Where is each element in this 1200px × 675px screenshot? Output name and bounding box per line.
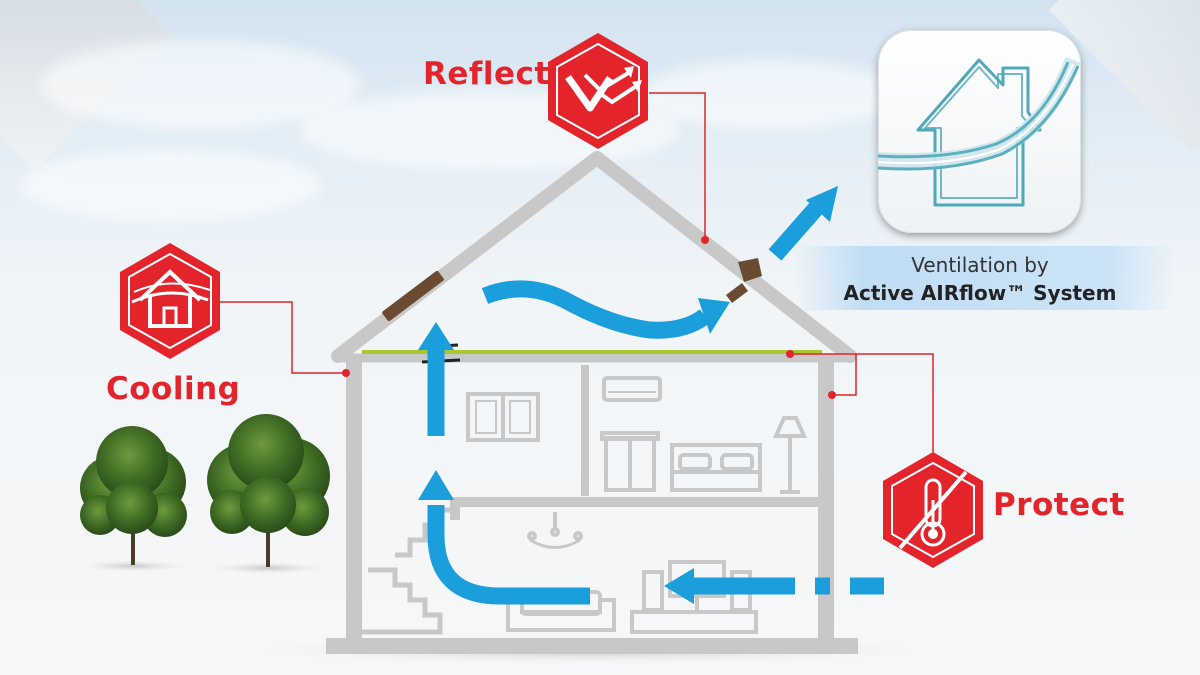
roof-turbine-vent (726, 258, 762, 304)
protect-leader (790, 353, 934, 452)
protect-leader-2 (832, 354, 857, 396)
tree-icon (207, 414, 330, 574)
airflow-arrows (427, 200, 884, 605)
cooling-label: Cooling (106, 371, 241, 407)
airflow-house-app-icon (877, 30, 1081, 233)
airflow-ground-floor (427, 505, 590, 605)
no-heat-thermometer-icon (883, 452, 983, 568)
reflect-label: Reflect (423, 56, 550, 92)
ventilation-line-1: Ventilation by (911, 253, 1049, 277)
house-outline (326, 151, 858, 654)
ventilation-banner (795, 246, 1175, 310)
arrow-head-up (418, 322, 454, 350)
arrow-head-exhaust (806, 186, 838, 222)
roof-vent-left (382, 270, 444, 322)
airflow-attic (481, 280, 711, 339)
arrow-head-left (664, 568, 694, 604)
reflect-heat-icon (548, 33, 648, 149)
cloud (20, 150, 320, 220)
arrow-head-right (698, 298, 730, 334)
reflect-leader (649, 92, 706, 240)
arrow-heads (418, 186, 838, 604)
cooling-house-icon (120, 243, 220, 359)
cloud (640, 60, 900, 130)
ventilation-line-2: Active AIRflow™ System (843, 281, 1117, 305)
cooling-leader (216, 301, 346, 374)
airflow-exhaust (768, 200, 825, 261)
cloud (40, 40, 360, 130)
callout-leaders (216, 92, 934, 452)
callout-dots (342, 236, 836, 399)
protect-label: Protect (993, 487, 1125, 523)
tree-icon (78, 426, 188, 572)
airflow-house-icon (877, 57, 1081, 207)
arrow-head-up (418, 470, 454, 500)
